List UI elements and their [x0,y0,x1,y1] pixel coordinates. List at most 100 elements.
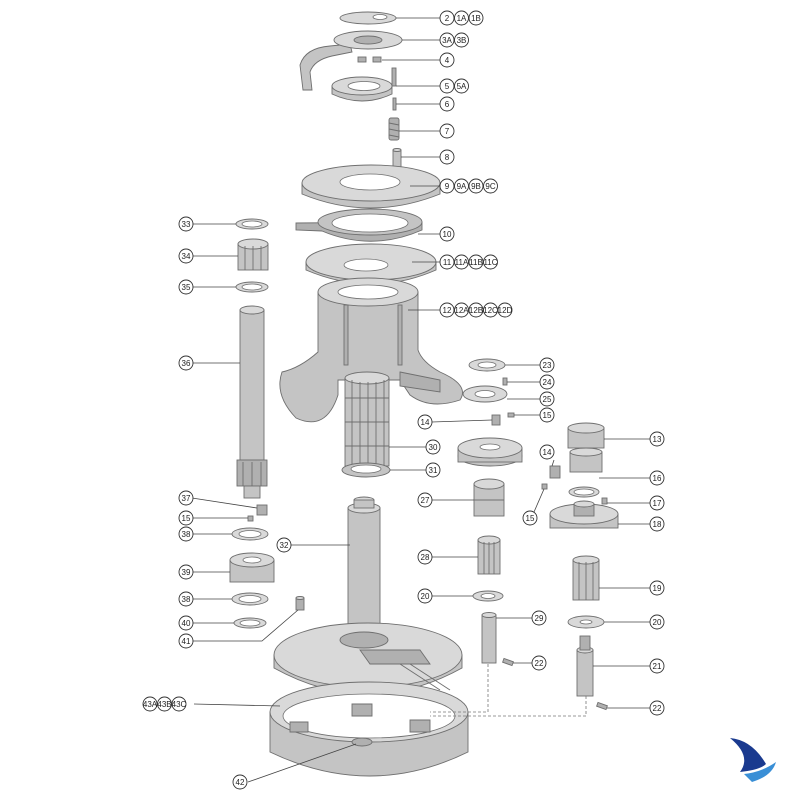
part-washer-23 [468,358,506,372]
part-washer-35 [235,281,269,293]
callout-c10: 10 [439,226,455,242]
part-pin-22a [502,657,514,667]
callout-label: 39 [182,568,191,577]
part-drum-plate [305,243,437,285]
callout-c36: 36 [178,355,194,371]
part-drum-body [279,277,463,423]
callout-bubble [157,696,172,712]
assembly-dashed-lines [430,664,587,717]
part-bolt-41 [295,596,305,611]
callout-c28: 28 [417,549,433,565]
part-roller-bearing-30 [344,371,390,467]
callout-label: 43A [143,700,158,709]
callout-c23: 23 [539,357,555,373]
callout-bubble [483,302,498,318]
callout-bubble [649,495,665,511]
callout-bubble [232,774,248,790]
part-shaft-36 [236,305,268,499]
callout-label: 25 [543,395,552,404]
callout-label: 9 [445,182,450,191]
callout-bubble [439,226,455,242]
callout-bubble [178,591,194,607]
callout-label: 16 [653,474,662,483]
callout-c20a: 20 [417,588,433,604]
part-pawl-37 [256,504,268,516]
callout-label: 15 [182,514,191,523]
callout-label: 1B [471,14,481,23]
part-drum-top [301,164,441,209]
callout-label: 12A [454,306,469,315]
callout-label: 13 [653,435,662,444]
part-gear-39 [229,552,275,583]
callout-bubble [178,510,194,526]
callout-label: 23 [543,361,552,370]
callout-c20b: 20 [649,614,665,630]
callout-c16: 16 [649,470,665,486]
callout-bubble [417,492,433,508]
callout-bubble [439,123,455,139]
callout-bubble [439,96,455,112]
part-spring-15a [507,412,515,418]
callout-bubble [178,355,194,371]
part-thrust-ring-31 [341,462,391,478]
callout-label: 4 [445,56,450,65]
callout-bubble [522,510,538,526]
callout-label: 20 [653,618,662,627]
part-bearing-19 [572,555,600,601]
part-shaft-29 [481,612,497,664]
callout-label: 14 [421,418,430,427]
callout-bubble [454,10,469,26]
part-washer-38b [231,592,269,606]
part-pawl-14a [491,414,501,426]
callout-c8: 8 [439,149,455,165]
part-circlip-16 [568,486,600,498]
callout-label: 1A [457,14,467,23]
callout-label: 11B [469,258,483,267]
part-pawls [357,56,382,63]
callout-c21: 21 [649,658,665,674]
callout-c4: 4 [439,52,455,68]
callout-label: 9B [471,182,481,191]
callout-c15b: 15 [522,510,538,526]
callout-bubble [454,32,469,48]
part-pin-6 [392,97,397,111]
callout-label: 36 [182,359,191,368]
callout-label: 21 [653,662,662,671]
callout-bubble [439,10,455,26]
callout-label: 40 [182,619,191,628]
callout-c22b: 22 [649,700,665,716]
callout-label: 12C [483,306,498,315]
part-washer-38a [231,527,269,541]
callout-bubble [468,10,484,26]
callout-label: 18 [653,520,662,529]
callout-bubble [468,302,484,318]
callout-bubble [425,462,441,478]
part-main-shaft-32 [347,496,381,641]
callout-bubble [649,658,665,674]
callout-c25: 25 [539,391,555,407]
callout-c33: 33 [178,216,194,232]
callout-bubble [171,696,187,712]
callout-bubble [276,537,292,553]
callout-bubble [439,32,455,48]
callout-bubble [649,700,665,716]
callout-bubble [454,78,469,94]
callout-label: 8 [445,153,450,162]
callout-bubble [649,516,665,532]
callout-label: 38 [182,530,191,539]
callout-bubble [454,302,469,318]
part-stripper [295,208,423,242]
callout-bubble [539,391,555,407]
callout-bubble [417,414,433,430]
callout-bubble [417,549,433,565]
part-screw-17 [601,497,608,505]
callout-bubble [439,302,455,318]
part-washer-20a [472,590,504,602]
